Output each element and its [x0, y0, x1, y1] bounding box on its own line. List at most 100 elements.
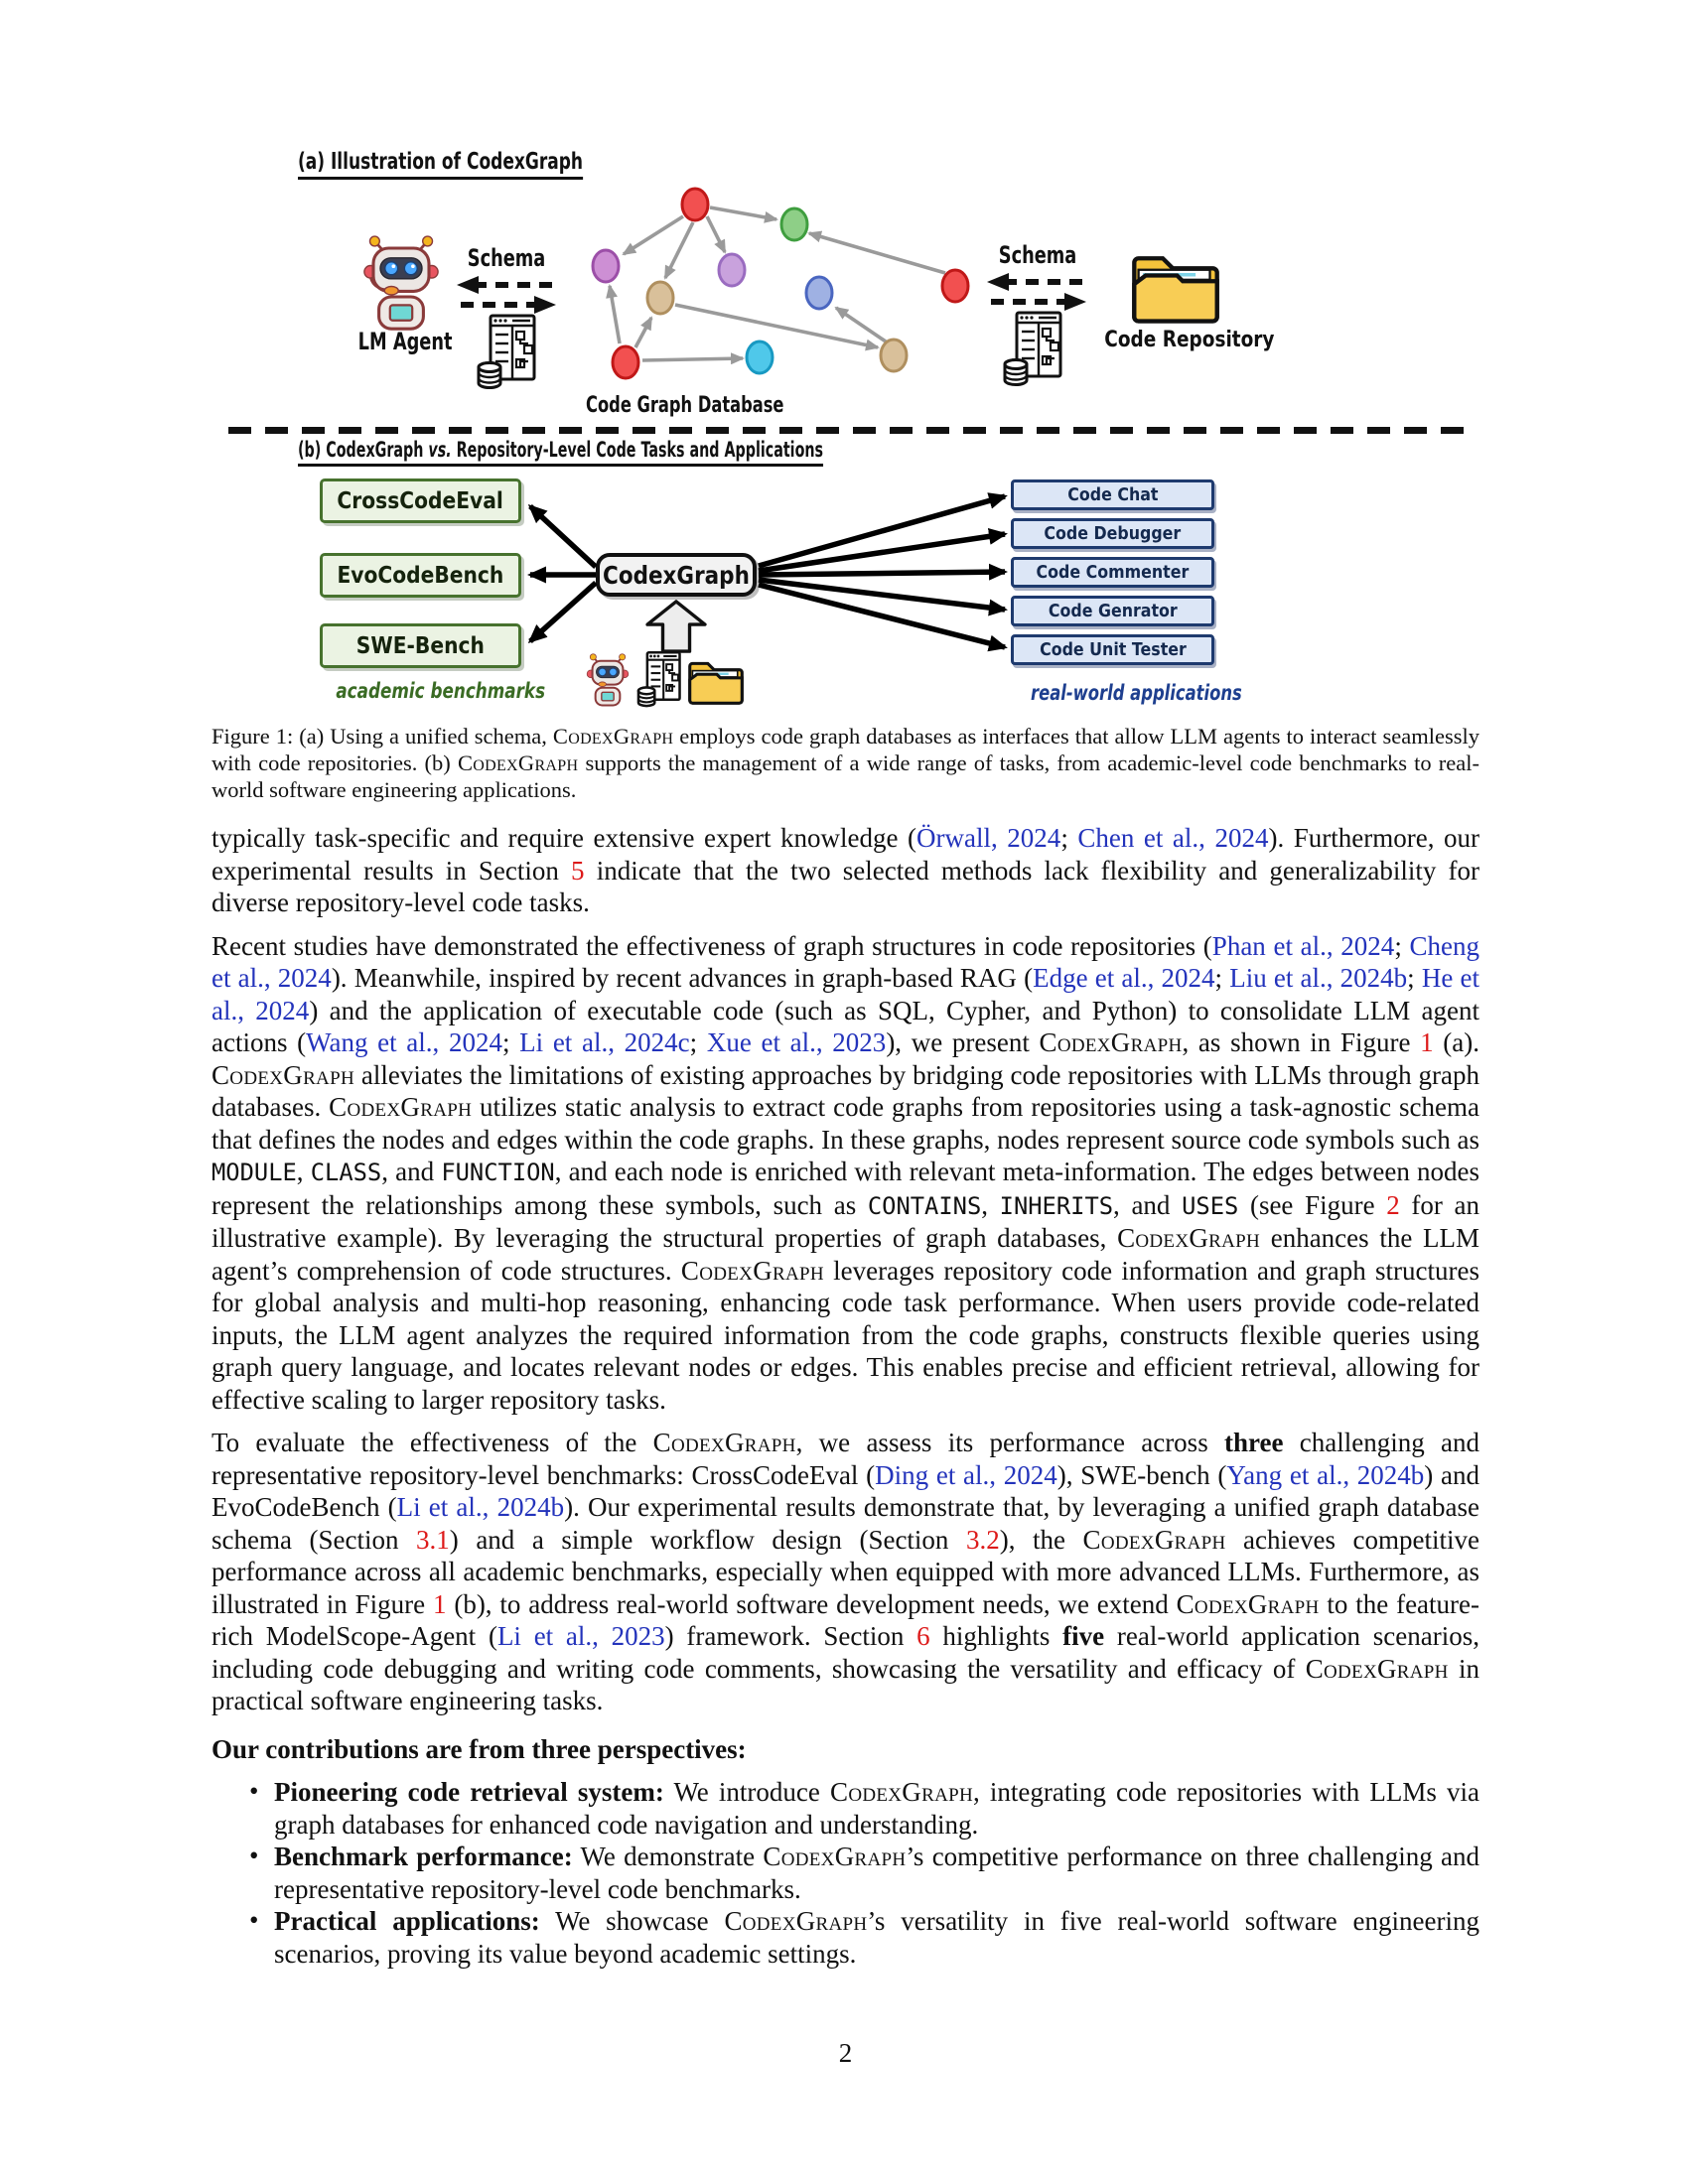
graph-node-blue	[804, 275, 834, 311]
benchmark-box-crosscodeeval: CrossCodeEval	[320, 478, 521, 523]
text-segment: ;	[1394, 930, 1410, 961]
text-segment: alleviates the limitations of existing a…	[211, 1059, 1479, 1123]
text-segment: We showcase	[539, 1906, 725, 1936]
text-segment: (b), to address real-world software deve…	[446, 1588, 1177, 1619]
text-segment: typically task-specific and require exte…	[211, 823, 917, 853]
citation-link[interactable]: Liu et al., 2024b	[1229, 963, 1408, 993]
figure-caption: Figure 1: (a) Using a unified schema, Co…	[211, 723, 1479, 803]
citation-link[interactable]: Chen et al., 2024	[1077, 823, 1269, 853]
text-segment: utilizes static analysis to extract code…	[211, 1092, 1479, 1155]
bold-text: Practical applications:	[274, 1906, 540, 1936]
section-ref-link[interactable]: 2	[1386, 1189, 1400, 1220]
text-segment: indicate that the two selected methods l…	[211, 855, 1479, 918]
schema-right-arrows-icon	[985, 271, 1088, 318]
text-segment: ). Meanwhile, inspired by recent advance…	[331, 963, 1034, 993]
section-ref-link[interactable]: 3.2	[965, 1524, 1000, 1555]
schema-right-label: Schema	[998, 241, 1077, 269]
smallcaps-text: CodexGraph	[1117, 1223, 1261, 1253]
text-segment: ) and a simple workflow design (Section	[449, 1524, 966, 1555]
text-segment: ;	[501, 1027, 520, 1057]
citation-link[interactable]: Li et al., 2024b	[396, 1492, 565, 1522]
code-term: USES	[1182, 1191, 1239, 1220]
bold-text: five	[1062, 1621, 1105, 1651]
text-segment: ;	[1407, 963, 1422, 993]
text-segment: ’s competitive performance on three chal…	[274, 1842, 1479, 1904]
text-segment: ). Furthermore, our experimental results…	[211, 823, 1479, 886]
citation-link[interactable]: Ding et al., 2024	[875, 1459, 1057, 1490]
bold-text: Benchmark performance:	[274, 1842, 573, 1871]
code-term: CLASS	[310, 1159, 382, 1186]
smallcaps-text: CodexGraph	[830, 1777, 973, 1807]
real-world-applications-caption: real-world applications	[1031, 681, 1242, 705]
smallcaps-text: CodexGraph	[724, 1906, 868, 1936]
smallcaps-text: CodexGraph	[457, 751, 579, 775]
citation-link[interactable]: Cheng et al., 2024	[211, 930, 1479, 994]
text-segment: to the feature-rich ModelScope-Agent (	[211, 1588, 1480, 1652]
graph-node-orchid	[591, 248, 621, 284]
folder-icon-small	[687, 657, 745, 711]
page-number: 2	[838, 2038, 853, 2068]
code-graph-database-label: Code Graph Database	[586, 393, 784, 418]
citation-link[interactable]: Yang et al., 2024b	[1226, 1459, 1425, 1490]
schema-db-icon	[1001, 309, 1062, 393]
benchmark-box-swebench: SWE-Bench	[320, 623, 521, 668]
citation-link[interactable]: Li et al., 2023	[496, 1621, 665, 1651]
smallcaps-text: CodexGraph	[652, 1428, 796, 1457]
paragraph: Recent studies have demonstrated the eff…	[211, 930, 1479, 1417]
figure-a-title: (a) Illustration of CodexGraph	[298, 149, 683, 180]
text-segment: ’s versatility in five real-world softwa…	[274, 1906, 1479, 1969]
citation-link[interactable]: Phan et al., 2024	[1211, 930, 1395, 961]
citation-link[interactable]: Wang et al., 2024	[306, 1027, 502, 1057]
text-segment: highlights	[929, 1621, 1063, 1651]
text-segment: ,	[296, 1157, 311, 1186]
text-segment: We demonstrate	[572, 1842, 764, 1871]
graph-node-red	[940, 268, 970, 304]
text-segment: Figure 1: (a) Using a unified schema,	[211, 724, 553, 749]
section-ref-link[interactable]: 1	[432, 1588, 447, 1619]
text-segment: in practical software engineering tasks.	[211, 1653, 1479, 1716]
list-item: Practical applications: We showcase Code…	[247, 1904, 1479, 1970]
section-ref-link[interactable]: 1	[1420, 1027, 1434, 1057]
smallcaps-text: CodexGraph	[1082, 1524, 1226, 1555]
text-segment: supports the management of a wide range …	[211, 751, 1479, 802]
schema-left-label: Schema	[467, 244, 546, 272]
text-segment: We introduce	[663, 1777, 831, 1807]
citation-link[interactable]: Örwall, 2024	[916, 823, 1061, 853]
text-segment: ;	[1060, 823, 1078, 853]
benchmark-box-evocodebench: EvoCodeBench	[320, 553, 521, 598]
graph-node-red	[680, 187, 710, 222]
graph-node-tan	[879, 338, 909, 373]
codexgraph-box: CodexGraph	[596, 553, 757, 597]
citation-link[interactable]: Xue et al., 2023	[706, 1027, 887, 1057]
citation-link[interactable]: Li et al., 2024c	[519, 1027, 690, 1057]
citation-link[interactable]: Edge et al., 2024	[1033, 963, 1215, 993]
citation-link[interactable]: He et al., 2024	[211, 963, 1479, 1025]
smallcaps-text: CodexGraph	[1039, 1027, 1183, 1057]
folder-icon	[1130, 248, 1221, 331]
robot-icon-small	[584, 653, 632, 712]
text-segment: for an illustrative example). By leverag…	[211, 1189, 1479, 1254]
text-segment: ). Our experimental results demonstrate …	[211, 1492, 1480, 1555]
graph-node-cyan	[745, 340, 774, 375]
section-ref-link[interactable]: 5	[571, 855, 585, 886]
smallcaps-text: CodexGraph	[211, 1059, 354, 1090]
text-segment: ;	[689, 1027, 707, 1057]
section-ref-link[interactable]: 3.1	[416, 1524, 450, 1555]
paragraph: typically task-specific and require exte…	[211, 822, 1479, 919]
code-term: INHERITS	[999, 1191, 1114, 1220]
contributions-list: Pioneering code retrieval system: We int…	[247, 1775, 1479, 1970]
section-ref-link[interactable]: 6	[916, 1621, 930, 1651]
smallcaps-text: CodexGraph	[1176, 1588, 1320, 1619]
graph-node-green	[779, 206, 809, 242]
text-segment: ;	[1214, 963, 1230, 993]
figure-b-title: (b) CodexGraph vs. Repository-Level Code…	[298, 438, 1070, 467]
text-segment: (a).	[1433, 1027, 1480, 1057]
list-item: Benchmark performance: We demonstrate Co…	[247, 1840, 1479, 1905]
graph-node-purple	[717, 252, 747, 288]
robot-icon-graphic	[363, 235, 439, 331]
text-segment: (see Figure	[1238, 1189, 1387, 1220]
smallcaps-text: CodexGraph	[680, 1255, 824, 1286]
application-box-code-commenter: Code Commenter	[1011, 557, 1214, 588]
text-segment: To evaluate the effectiveness of the	[211, 1428, 653, 1457]
